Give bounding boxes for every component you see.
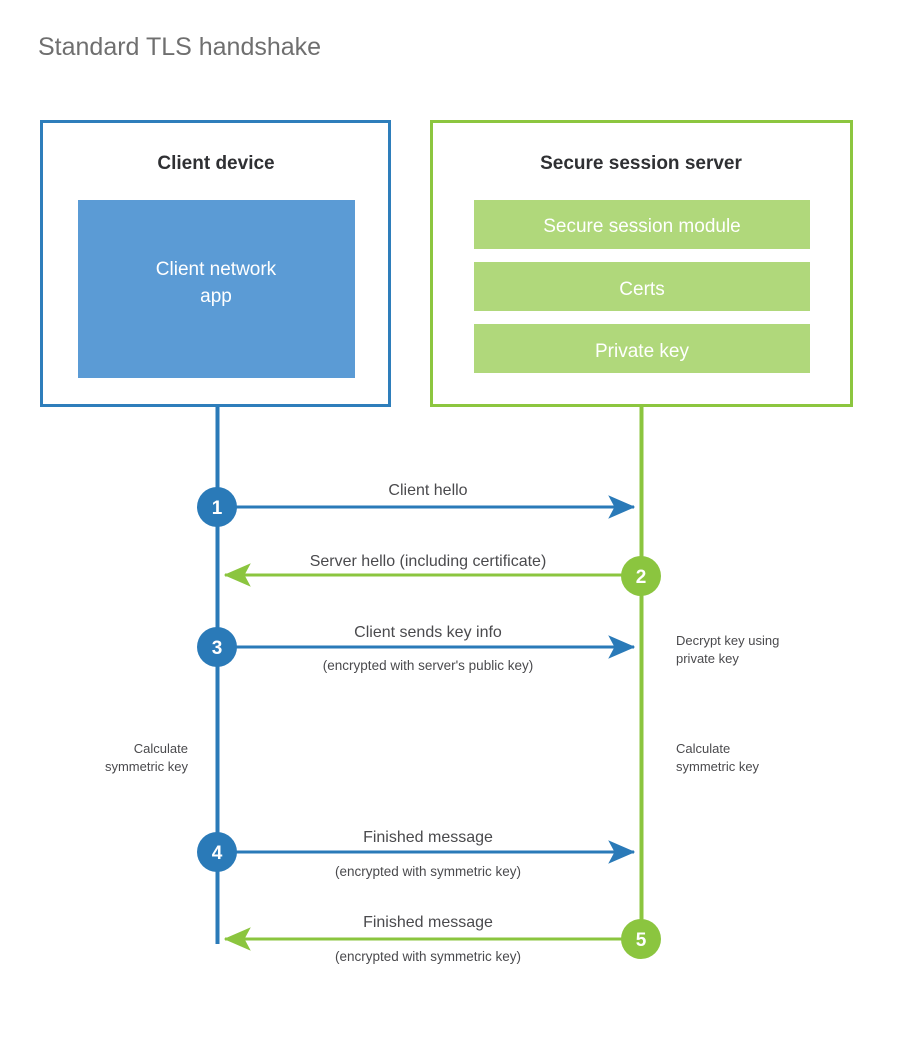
step-5-number: 5	[636, 930, 647, 951]
step-3-number: 3	[212, 638, 223, 659]
server-calculate-note: Calculate symmetric key	[676, 741, 760, 774]
step-2-label: Server hello (including certificate)	[310, 553, 547, 570]
step-2-badge	[621, 556, 661, 596]
client-calculate-note: Calculate symmetric key	[105, 741, 189, 774]
client-calculate-note-line2: symmetric key	[105, 759, 189, 774]
client-calculate-note-line1: Calculate	[134, 741, 188, 756]
certs-label: Certs	[619, 279, 664, 300]
private-key-box	[474, 324, 810, 373]
step-1-label: Client hello	[388, 482, 467, 499]
step-4-label: Finished message	[363, 829, 493, 846]
step-2-number: 2	[636, 567, 647, 588]
step-5-sublabel: (encrypted with symmetric key)	[335, 949, 521, 964]
client-device-heading: Client device	[157, 153, 274, 174]
client-network-app-label-line2: app	[200, 286, 232, 307]
server-calculate-note-line2: symmetric key	[676, 759, 760, 774]
step-3-sublabel: (encrypted with server's public key)	[323, 658, 533, 673]
private-key-label: Private key	[595, 341, 689, 362]
step-2-group: Server hello (including certificate) 2	[223, 553, 661, 596]
client-network-app-box	[78, 200, 355, 378]
step-3-label: Client sends key info	[354, 624, 502, 641]
step-3-badge	[197, 627, 237, 667]
step-3-group: Client sends key info (encrypted with se…	[197, 624, 636, 673]
server-decrypt-note: Decrypt key using private key	[676, 633, 779, 666]
step-4-badge	[197, 832, 237, 872]
step-1-group: Client hello 1	[197, 482, 636, 527]
server-decrypt-note-line1: Decrypt key using	[676, 633, 779, 648]
secure-session-module-label: Secure session module	[543, 216, 741, 237]
step-1-badge	[197, 487, 237, 527]
server-calculate-note-line1: Calculate	[676, 741, 730, 756]
step-5-label: Finished message	[363, 914, 493, 931]
page-title: Standard TLS handshake	[38, 33, 321, 61]
step-4-number: 4	[212, 843, 223, 864]
step-1-number: 1	[212, 498, 223, 519]
step-5-group: Finished message (encrypted with symmetr…	[223, 914, 661, 964]
server-decrypt-note-line2: private key	[676, 651, 739, 666]
certs-box	[474, 262, 810, 311]
step-5-badge	[621, 919, 661, 959]
secure-session-server-heading: Secure session server	[540, 153, 742, 174]
secure-session-module-box	[474, 200, 810, 249]
step-4-group: Finished message (encrypted with symmetr…	[197, 829, 636, 879]
client-network-app-label-line1: Client network	[156, 259, 277, 280]
step-4-sublabel: (encrypted with symmetric key)	[335, 864, 521, 879]
client-device-panel: Client device Client network app	[40, 120, 391, 407]
secure-session-server-panel: Secure session server Secure session mod…	[430, 120, 853, 407]
